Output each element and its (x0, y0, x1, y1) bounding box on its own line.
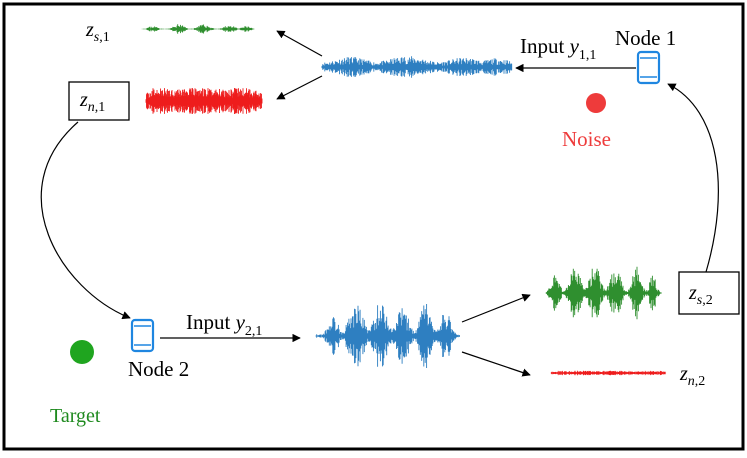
noise-source-filled-circle-icon (586, 93, 606, 113)
output-z-n1-label: zn,1 (79, 89, 105, 115)
waveform-mixed-node2 (315, 304, 460, 368)
smartphone-icon (636, 50, 661, 85)
arrow-mixed-to-zs1 (276, 30, 323, 57)
node1-label: Node 1 (615, 26, 676, 50)
node1-input-label: Input y1,1 (520, 34, 596, 63)
noise-label: Noise (562, 127, 611, 151)
arrow-mixed-to-zn1 (276, 75, 323, 100)
output-z-n2-label: zn,2 (679, 363, 705, 389)
waveform-mixed-node1 (321, 56, 513, 78)
node2-label: Node 2 (128, 357, 189, 381)
arrow-mixed-to-zn2 (461, 351, 531, 377)
arrow-zs2-to-node1 (667, 83, 719, 273)
waveform-speech-z-s1 (141, 24, 255, 34)
target-label: Target (50, 405, 101, 427)
output-z-s2-label: zs,2 (688, 282, 713, 308)
arrow-zn1-to-node2 (40, 121, 131, 320)
output-z-s2-box (678, 271, 740, 315)
smartphone-icon (130, 318, 155, 353)
waveform-noise-z-n1 (145, 88, 263, 114)
target-source-filled-circle-icon (70, 340, 94, 364)
node2-device: Node 2 (128, 318, 189, 381)
waveform-noise-z-n2 (550, 370, 667, 376)
node2-input-label: Input y2,1 (186, 310, 262, 339)
output-z-s1-label: zs,1 (85, 19, 110, 45)
waveform-speech-z-s2 (545, 266, 662, 320)
node1-device: Node 1 (615, 26, 676, 85)
outer-frame (2, 2, 745, 451)
arrow-mixed-to-zs2 (461, 293, 531, 323)
output-z-n1-box (68, 81, 130, 121)
